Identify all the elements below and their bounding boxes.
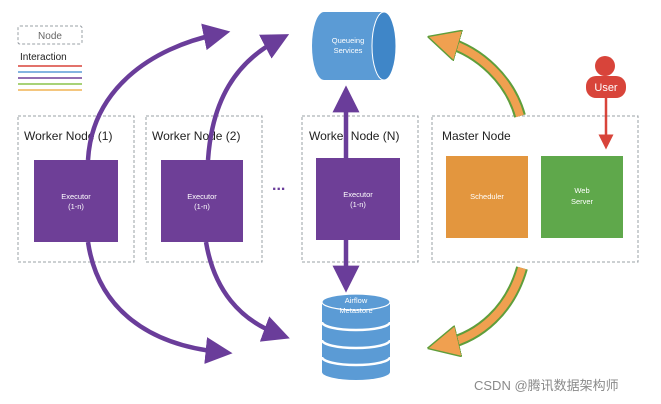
webserver-label-line1: Web — [574, 186, 589, 195]
queue-label-line1: Queueing — [332, 36, 365, 45]
arrow-worker2-to-queue — [205, 34, 290, 161]
worker-node-1: Worker Node (1) Executor (1-n) — [17, 115, 135, 263]
metastore-label-line1: Airflow — [345, 296, 368, 305]
arrow-worker2-to-metastore — [203, 241, 290, 342]
worker-node-n: Worker Node (N) Executor (1-n) — [301, 115, 419, 263]
arrow-master-to-queue — [446, 42, 524, 118]
worker-node-2-title: Worker Node (2) — [152, 129, 240, 143]
webserver-box — [541, 156, 623, 238]
scheduler-label: Scheduler — [470, 192, 504, 201]
executor-n-label: Executor — [343, 190, 373, 199]
metastore-ring-1 — [320, 321, 392, 332]
queue-label-line2: Services — [334, 46, 363, 55]
arrow-worker1-to-metastore — [85, 241, 233, 364]
worker-node-1-title: Worker Node (1) — [24, 129, 112, 143]
executor-n-sub: (1-n) — [350, 200, 366, 209]
legend-node-label: Node — [38, 31, 62, 42]
arrow-master-to-queue-outline — [444, 36, 526, 118]
executor-2-box — [161, 160, 243, 242]
arrow-worker1-to-queue — [85, 23, 231, 161]
master-node-title: Master Node — [442, 129, 511, 143]
webserver-label-line2: Server — [571, 197, 594, 206]
scheduler-box — [446, 156, 528, 238]
airflow-metastore: Airflow Metastore — [320, 293, 392, 380]
more-workers-ellipsis: ... — [272, 177, 285, 194]
executor-n-box — [316, 158, 400, 240]
metastore-top — [321, 293, 391, 311]
legend-node-box — [17, 25, 83, 45]
arrow-master-to-metastore — [446, 266, 526, 344]
legend: Node Interaction — [17, 25, 83, 91]
metastore-label-line2: Metastore — [339, 306, 372, 315]
queue-cylinder-end — [371, 11, 397, 81]
worker-node-n-title: Worker Node (N) — [309, 129, 399, 143]
user-label: User — [594, 82, 618, 94]
metastore-ring-3 — [320, 356, 392, 367]
legend-interaction-label: Interaction — [20, 52, 67, 63]
user-head-icon — [595, 56, 615, 76]
worker-node-2: Worker Node (2) Executor (1-n) — [145, 115, 263, 263]
executor-1-box — [34, 160, 118, 242]
metastore-body — [322, 302, 390, 380]
executor-2-sub: (1-n) — [194, 202, 210, 211]
executor-1-label: Executor — [61, 192, 91, 201]
user-body-icon — [586, 76, 626, 98]
metastore-ring-2 — [320, 339, 392, 350]
user: User — [586, 56, 626, 98]
arrow-master-to-metastore-outline — [444, 266, 528, 350]
watermark: CSDN @腾讯数据架构师 — [474, 378, 619, 393]
executor-2-label: Executor — [187, 192, 217, 201]
executor-1-sub: (1-n) — [68, 202, 84, 211]
queueing-services: Queueing Services — [312, 11, 397, 81]
